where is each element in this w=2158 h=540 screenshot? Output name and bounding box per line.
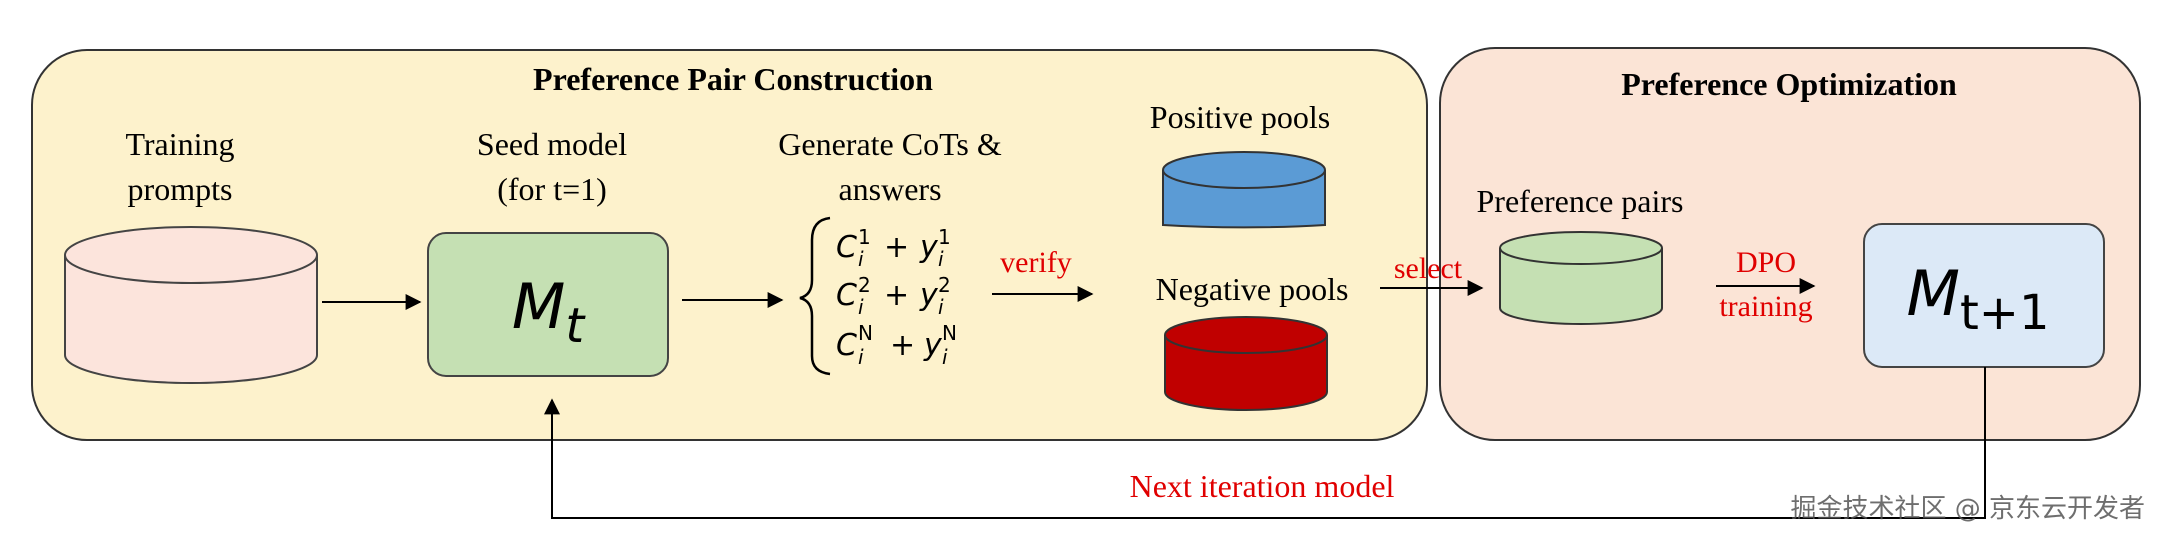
svg-text:C: C [836,278,857,313]
cot-row-n: C N i + y N i [836,321,957,369]
svg-text:2: 2 [858,273,871,297]
svg-text:N: N [942,321,957,345]
svg-text:i: i [858,247,864,271]
negative-pools-database-icon [1164,316,1328,411]
seed-model-label-line2: (for t=1) [497,171,607,207]
svg-text:i: i [858,295,864,319]
svg-text:i: i [942,345,948,369]
positive-pools-label: Positive pools [1150,99,1330,135]
next-model-symbol: Mt+1 [1906,257,2049,341]
svg-text:1: 1 [938,225,951,249]
svg-text:C: C [836,230,857,265]
generate-label-line2: answers [838,171,941,207]
left-brace [799,216,831,376]
svg-text:i: i [858,345,864,369]
training-prompts-label-line2: prompts [128,171,233,207]
next-iteration-label: Next iteration model [1130,468,1395,504]
training-prompts-database-icon [64,226,318,384]
preference-pairs-label: Preference pairs [1477,183,1684,219]
svg-text:y: y [919,230,939,265]
seed-model-label-line1: Seed model [477,126,627,162]
svg-text:1: 1 [858,225,871,249]
generate-label-line1: Generate CoTs & [778,126,1002,162]
preference-pairs-database-icon [1499,231,1663,325]
cot-row-1: C 1 i + y 1 i [836,225,951,271]
positive-pools-database-icon [1162,151,1326,229]
optimization-title: Preference Optimization [1621,66,1957,102]
svg-text:C: C [836,328,857,363]
negative-pools-label: Negative pools [1156,271,1349,307]
seed-model-symbol: Mt [512,270,587,354]
select-label: select [1394,252,1463,285]
svg-text:+: + [884,278,909,313]
svg-text:i: i [938,295,944,319]
feedback-arrow [544,367,1986,519]
cot-row-2: C 2 i + y 2 i [836,273,951,319]
svg-text:2: 2 [938,273,951,297]
watermark-text: 掘金技术社区 @ 京东云开发者 [1790,494,2145,524]
svg-text:y: y [923,328,943,363]
svg-text:+: + [890,328,915,363]
training-prompts-label-line1: Training [125,126,234,162]
seed-model-box [427,232,669,377]
svg-text:y: y [919,278,939,313]
svg-text:N: N [858,321,873,345]
svg-text:i: i [938,247,944,271]
construction-panel [31,49,1428,441]
dpo-label-line2: training [1719,290,1812,323]
construction-title: Preference Pair Construction [533,61,933,97]
verify-label: verify [1000,246,1072,279]
svg-text:+: + [884,230,909,265]
dpo-label-line1: DPO [1736,246,1796,279]
